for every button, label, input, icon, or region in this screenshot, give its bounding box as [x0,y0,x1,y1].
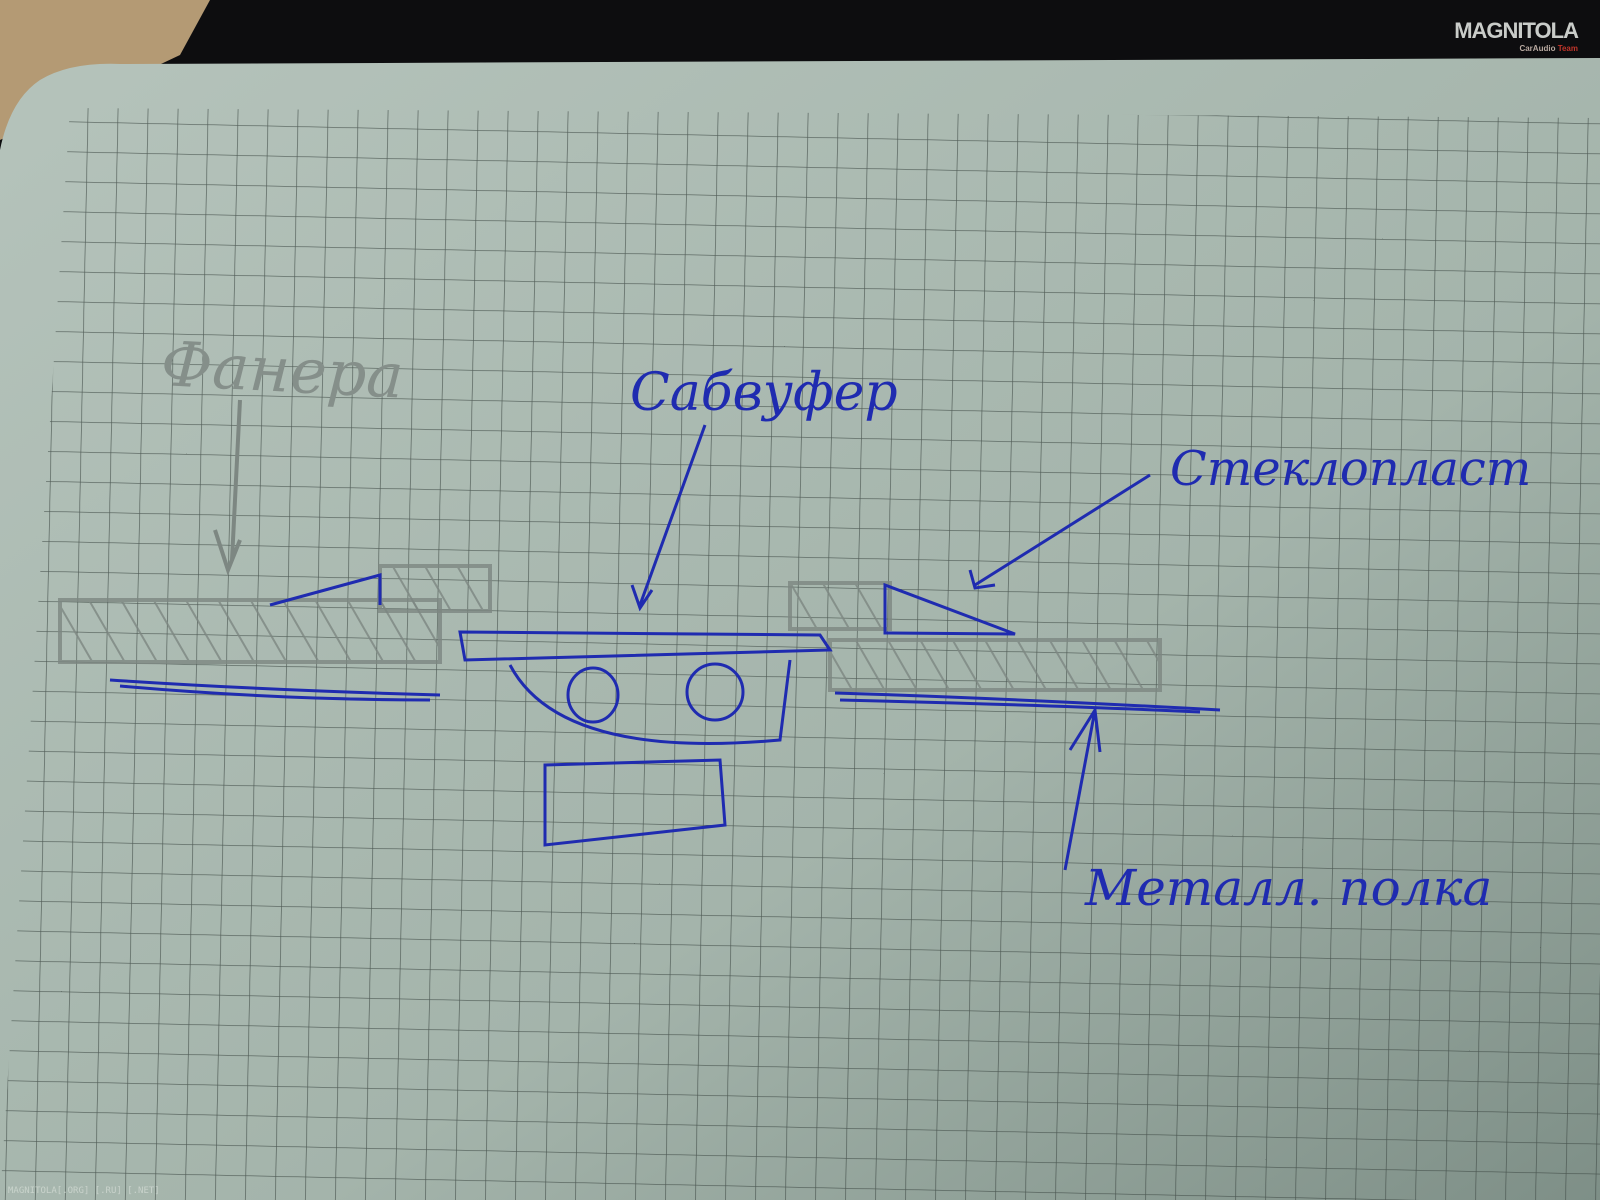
shelf-arrow [1063,705,1102,871]
subwoofer-base [543,758,727,847]
grid-lines [0,108,1600,1200]
fiberglass-wedge-left [269,573,382,607]
plywood-drawing [58,399,1162,692]
fiberglass-wedge-right [883,582,1016,636]
subwoofer-panel [458,630,833,662]
left-metal-shelf [109,678,441,702]
tagline-a: CarAudio [1519,44,1556,53]
fiberglass-arrow [968,473,1151,590]
subwoofer-arrow [630,424,707,612]
speaker-2 [685,662,745,722]
subwoofer-box [508,659,792,745]
ink-drawing [109,424,1221,871]
speaker-1 [566,666,620,724]
label-fiberglass: Стеклопласт [1170,441,1531,497]
watermark-brand: MAGNITOLA [1454,18,1579,43]
watermark-footer: MAGNITOLA[.ORG] [.RU] [.NET] [8,1186,160,1196]
watermark-tagline: CarAudio Team [1454,44,1578,53]
label-subwoofer: Сабвуфер [630,363,898,423]
watermark-logo: MAGNITOLA CarAudio Team [1454,18,1579,53]
label-plywood: Фанера [159,327,405,413]
label-metal-shelf: Металл. полка [1084,859,1492,917]
tagline-b: Team [1557,44,1578,53]
right-metal-shelf [834,691,1221,714]
